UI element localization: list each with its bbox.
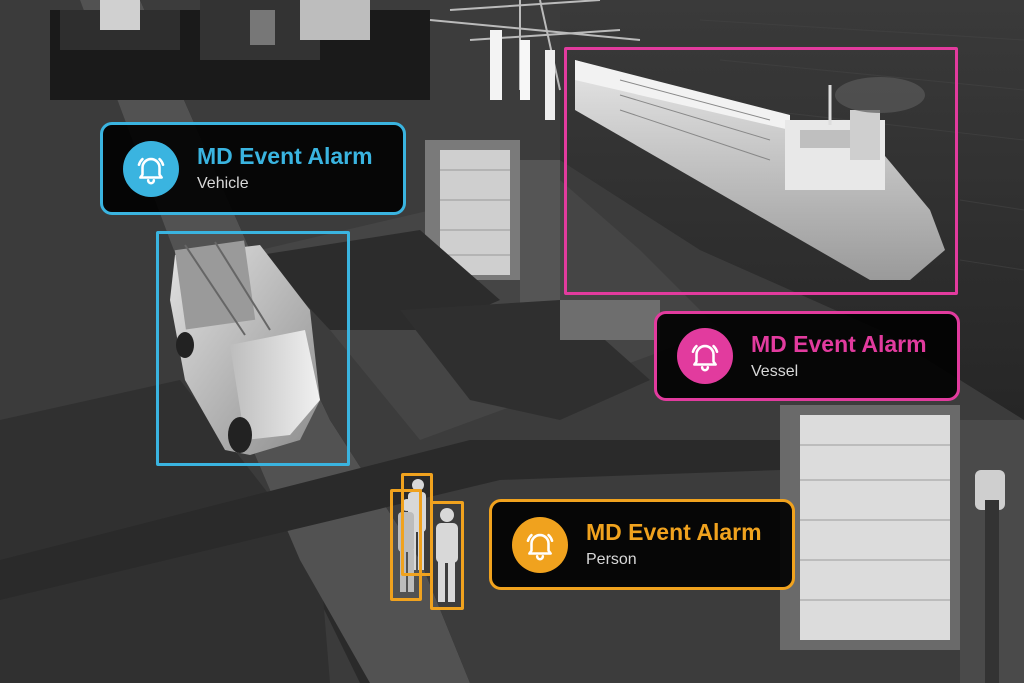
van-shape (170, 240, 320, 455)
alarm-title: MD Event Alarm (586, 519, 762, 546)
bell-icon (677, 328, 733, 384)
person-detection-box (430, 501, 464, 610)
vessel-detection-box (564, 47, 958, 295)
vehicle-detection-box (156, 231, 350, 466)
alarm-label: Person (586, 551, 637, 569)
person-detection-box (390, 489, 422, 601)
vehicle-alarm-card: MD Event Alarm Vehicle (100, 122, 406, 215)
alarm-label: Vessel (751, 362, 799, 380)
alarm-title: MD Event Alarm (197, 143, 373, 170)
alarm-title: MD Event Alarm (751, 330, 927, 357)
bell-icon (123, 140, 179, 197)
bell-icon (512, 516, 568, 573)
person-alarm-card: MD Event Alarm Person (489, 499, 795, 590)
alarm-label: Vehicle (197, 175, 249, 193)
vessel-alarm-card: MD Event Alarm Vessel (654, 311, 960, 401)
